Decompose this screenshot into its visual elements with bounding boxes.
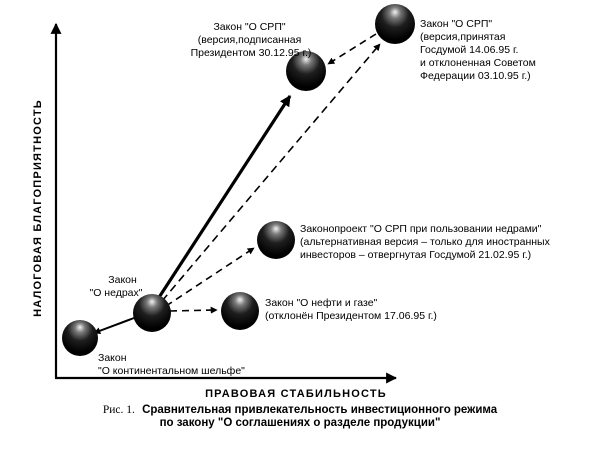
node-label-line: (отклонён Президентом 17.06.95 г.) <box>265 310 437 322</box>
caption-title-line-1: Сравнительная привлекательность инвестиц… <box>142 404 498 416</box>
node-label-line: инвесторов – отвергнутая Госдумой 21.02.… <box>300 249 531 261</box>
node-label-line: Закон <box>108 274 137 286</box>
edge-nedra-to-srp-signed <box>154 95 292 303</box>
node-label-line: Федерации 03.10.95 г.) <box>420 70 531 82</box>
edge-nedra-to-shelf <box>93 317 135 335</box>
node-sphere-srp-signed <box>286 51 326 91</box>
node-label-line: (версия,подписанная <box>198 34 302 46</box>
node-label-line: Закон "О нефти и газе" <box>265 297 378 309</box>
node-label-line: Президентом 30.12.95 г.) <box>191 47 312 59</box>
node-label-line: Закон <box>98 352 127 364</box>
caption-prefix: Рис. 1. <box>102 404 135 416</box>
node-label-line: "О континентальном шельфе" <box>98 365 245 377</box>
edge-nedra-to-srp-alt <box>165 247 255 307</box>
node-label-line: "О недрах" <box>89 287 142 299</box>
node-label-srp-signed: Закон "О СРП" (версия,подписанная Презид… <box>191 21 312 59</box>
node-sphere-srp-alt <box>257 221 295 259</box>
node-label-line: (альтернативная версия – только для инос… <box>300 236 551 248</box>
node-label-nedra: Закон "О недрах" <box>89 274 142 299</box>
node-label-srp-alt: Законопроект "О СРП при пользовании недр… <box>300 223 553 261</box>
node-label-line: Законопроект "О СРП при пользовании недр… <box>300 223 542 235</box>
edge-nedra-to-srp-duma <box>161 43 381 302</box>
node-label-srp-duma: Закон "О СРП" (версия,принятая Госдумой … <box>420 18 539 82</box>
node-label-neft: Закон "О нефти и газе" (отклонён Президе… <box>265 297 437 322</box>
node-sphere-neft <box>221 292 259 330</box>
node-label-line: Закон "О СРП" <box>213 21 285 33</box>
y-axis-label: НАЛОГОВАЯ БЛАГОПРИЯТНОСТЬ <box>32 99 44 317</box>
node-label-line: Закон "О СРП" <box>420 18 492 30</box>
edge-srp-duma-to-srp-signed <box>327 33 377 65</box>
node-sphere-shelf <box>62 320 98 356</box>
node-sphere-srp-duma <box>375 4 415 44</box>
caption-line-1: Рис. 1. Сравнительная привлекательность … <box>0 404 600 417</box>
node-label-line: (версия,принятая <box>420 31 505 43</box>
figure-caption: Рис. 1. Сравнительная привлекательность … <box>0 404 600 430</box>
caption-title-line-2: по закону "О соглашениях о разделе проду… <box>159 417 441 429</box>
node-sphere-nedra <box>133 294 171 332</box>
edge-nedra-to-neft <box>169 306 218 314</box>
node-label-shelf: Закон "О континентальном шельфе" <box>98 352 245 377</box>
node-label-line: Госдумой 14.06.95 г. <box>420 44 518 56</box>
x-axis-label: ПРАВОВАЯ СТАБИЛЬНОСТЬ <box>205 388 387 400</box>
node-label-line: и отклоненная Советом <box>420 57 536 69</box>
